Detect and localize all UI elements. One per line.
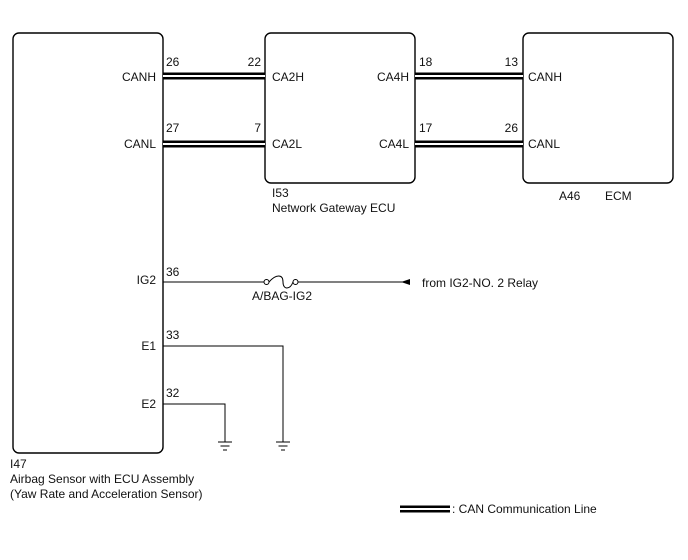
ecm-name: ECM (605, 189, 632, 203)
fuse-terminal-left (263, 279, 270, 285)
airbag-e2-label: E2 (141, 397, 156, 411)
gateway-ca2l-label: CA2L (272, 137, 302, 151)
airbag-name-line1: Airbag Sensor with ECU Assembly (10, 472, 194, 486)
airbag-id: I47 (10, 457, 27, 471)
arrow-left-icon (401, 279, 410, 285)
gateway-ca4l-label: CA4L (379, 137, 409, 151)
gateway-ca4h-pin: 18 (419, 55, 433, 69)
airbag-e1-pin: 33 (166, 328, 180, 342)
gateway-ca2h-label: CA2H (272, 70, 304, 84)
ground-icon-e1 (276, 441, 290, 451)
gateway-ca2l-pin: 7 (254, 121, 261, 135)
fuse-terminal-right (292, 279, 299, 285)
gateway-name: Network Gateway ECU (272, 201, 395, 215)
ground-icon-e2 (218, 441, 232, 451)
airbag-canl-label: CANL (124, 137, 156, 151)
gateway-ca4l-pin: 17 (419, 121, 433, 135)
ecm-canl-label: CANL (528, 137, 560, 151)
ecm-canh-label: CANH (528, 70, 562, 84)
ecm-canl-pin: 26 (505, 121, 519, 135)
fuse-label: A/BAG-IG2 (252, 289, 312, 303)
airbag-name-line2: (Yaw Rate and Acceleration Sensor) (10, 487, 203, 501)
e1-ground-wire (163, 345, 284, 442)
ecm-canh-pin: 13 (505, 55, 519, 69)
network-gateway-box (264, 32, 416, 184)
airbag-ig2-label: IG2 (137, 273, 157, 287)
gateway-id: I53 (272, 186, 289, 200)
fuse-icon (268, 275, 294, 289)
airbag-canl-pin: 27 (166, 121, 180, 135)
e2-ground-wire (163, 403, 226, 442)
airbag-canh-label: CANH (122, 70, 156, 84)
airbag-e1-label: E1 (141, 339, 156, 353)
legend-label: : CAN Communication Line (452, 502, 597, 516)
airbag-sensor-box (12, 32, 164, 454)
power-source-label: from IG2-NO. 2 Relay (422, 276, 538, 290)
ecm-id: A46 (559, 189, 581, 203)
gateway-ca2h-pin: 22 (248, 55, 262, 69)
gateway-ca4h-label: CA4H (377, 70, 409, 84)
airbag-e2-pin: 32 (166, 386, 180, 400)
airbag-ig2-pin: 36 (166, 265, 180, 279)
airbag-canh-pin: 26 (166, 55, 180, 69)
ecm-box (522, 32, 674, 184)
